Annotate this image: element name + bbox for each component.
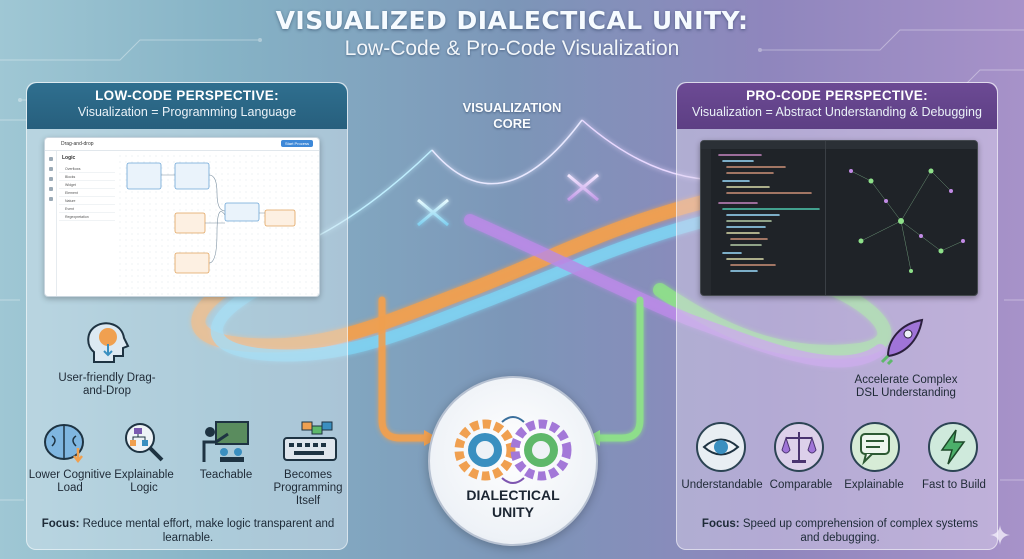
feature-label: Accelerate Complex DSL Understanding <box>854 374 958 399</box>
core-label-line1: VISUALIZATION <box>462 100 562 115</box>
feature-label: User-friendly Drag-and-Drop <box>58 372 156 397</box>
rocket-icon <box>880 318 924 366</box>
list-item[interactable]: Element <box>59 189 115 197</box>
list-item[interactable]: Widget <box>59 181 115 189</box>
head-brain-icon <box>87 322 130 363</box>
orange-flow-ribbon <box>191 183 767 353</box>
feature-label: Lower Cognitive Load <box>28 469 112 494</box>
list-item[interactable]: Nature <box>59 197 115 205</box>
low-code-focus: Focus: Reduce mental effort, make logic … <box>40 517 336 545</box>
pro-code-subtitle: Visualization = Abstract Understanding &… <box>692 105 982 119</box>
teacher-board-icon <box>202 421 249 462</box>
list-item[interactable]: Blocks <box>59 173 115 181</box>
list-item[interactable]: Regexpretation <box>59 213 115 221</box>
keyboard-blocks-icon <box>283 421 337 461</box>
blue-flow-ribbon <box>210 199 786 362</box>
right-bridge-tower <box>566 120 600 270</box>
eye-icon <box>696 422 746 472</box>
sub-title: Low-Code & Pro-Code Visualization <box>344 37 680 60</box>
feature-label: Comparable <box>769 479 833 491</box>
brain-arrow-icon <box>44 424 84 464</box>
feature-label: Explainable Logic <box>114 469 174 494</box>
purple-flow-ribbon <box>464 214 886 368</box>
sparkle-icon <box>990 525 1010 545</box>
lc-app-title: Drag-and-drop <box>61 141 94 147</box>
feature-label: Explainable <box>844 479 904 491</box>
pro-code-title: PRO-CODE PERSPECTIVE: <box>746 88 928 103</box>
visualization-core-label: VISUALIZATION CORE <box>452 100 572 132</box>
list-item[interactable]: Event <box>59 205 115 213</box>
left-bridge-tower <box>416 150 450 300</box>
pro-code-focus: Focus: Speed up comprehension of complex… <box>692 517 988 545</box>
main-title: VISUALIZED DIALECTICAL UNITY: <box>275 6 749 35</box>
scales-icon <box>774 422 824 472</box>
magnifier-flow-icon <box>125 423 164 462</box>
pro-code-screenshot <box>700 140 978 296</box>
lc-flow-canvas[interactable] <box>117 153 319 296</box>
feature-label: Teachable <box>199 469 253 481</box>
pro-code-header: PRO-CODE PERSPECTIVE: Visualization = Ab… <box>677 83 997 129</box>
focus-text: Reduce mental effort, make logic transpa… <box>82 518 335 544</box>
low-code-title: LOW-CODE PERSPECTIVE: <box>95 88 279 103</box>
lc-sidebar <box>45 151 57 296</box>
low-code-screenshot: Drag-and-drop Start Process Logic Overfl… <box>44 137 320 297</box>
low-code-subtitle: Visualization = Programming Language <box>77 105 297 119</box>
flow-nodes <box>126 162 296 274</box>
feature-label: Fast to Build <box>922 479 986 491</box>
focus-text: Speed up comprehension of complex system… <box>742 518 979 544</box>
dialectical-unity-label: DIALECTICAL UNITY <box>428 487 598 521</box>
low-code-header: LOW-CODE PERSPECTIVE: Visualization = Pr… <box>27 83 347 129</box>
lc-topbar: Drag-and-drop Start Process <box>45 138 319 151</box>
title-block: VISUALIZED DIALECTICAL UNITY: Low-Code &… <box>0 6 1024 61</box>
core-label-line2: CORE <box>493 116 531 131</box>
lc-list-title: Logic <box>62 155 76 161</box>
lightning-icon <box>928 422 978 472</box>
gears-icon <box>454 416 572 484</box>
feature-label: Understandable <box>681 479 763 491</box>
feature-label: Becomes Programming Itself <box>273 469 343 507</box>
unity-line2: UNITY <box>492 504 534 520</box>
lc-start-button[interactable]: Start Process <box>280 140 313 147</box>
unity-line1: DIALECTICAL <box>466 487 560 503</box>
focus-label: Focus: <box>41 518 80 530</box>
chat-bubble-icon <box>850 422 900 472</box>
unity-circle <box>428 376 598 546</box>
code-and-graph-view <box>701 141 977 295</box>
list-item[interactable]: Overflows <box>59 165 115 173</box>
lc-logic-list: Logic Overflows Blocks Widget Element Na… <box>59 153 115 221</box>
focus-label: Focus: <box>701 518 740 530</box>
